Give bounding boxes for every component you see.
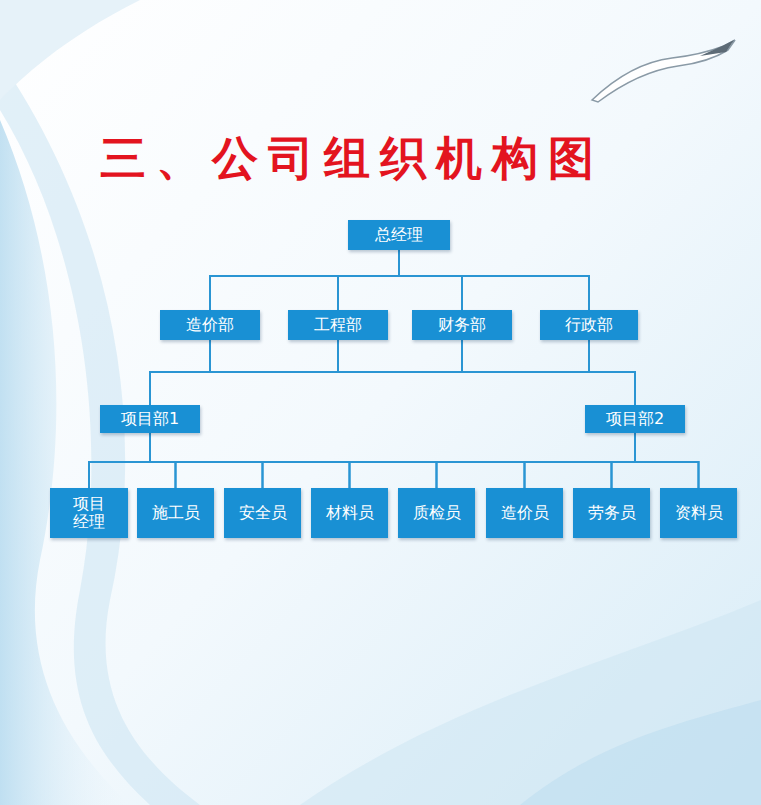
- org-connector: [150, 433, 176, 488]
- node-label: 项目部1: [121, 410, 179, 428]
- node-label: 工程部: [314, 316, 362, 334]
- staff-box: 安全员: [224, 488, 301, 538]
- node-label: 项目部2: [606, 410, 664, 428]
- node-label: 施工员: [152, 504, 200, 522]
- staff-box: 材料员: [311, 488, 388, 538]
- org-connector: [89, 433, 635, 488]
- department-box: 行政部: [540, 310, 638, 340]
- org-connector: [150, 433, 525, 488]
- project-dept-box: 项目部2: [585, 405, 685, 433]
- project-dept-box: 项目部1: [100, 405, 200, 433]
- org-connector: [150, 433, 699, 488]
- node-label: 资料员: [675, 504, 723, 522]
- manager-box: 总经理: [348, 220, 450, 250]
- org-connector: [437, 433, 636, 488]
- org-connector: [150, 433, 263, 488]
- org-connector: [89, 433, 150, 488]
- staff-box: 质检员: [398, 488, 475, 538]
- org-connector: [150, 433, 437, 488]
- node-label: 质检员: [413, 504, 461, 522]
- node-label: 财务部: [438, 316, 486, 334]
- department-box: 财务部: [412, 310, 512, 340]
- org-connector: [150, 433, 350, 488]
- department-box: 造价部: [160, 310, 260, 340]
- org-connector: [210, 250, 399, 310]
- node-label: 造价员: [501, 504, 549, 522]
- page-title: 三、公司组织机构图: [100, 128, 604, 190]
- node-label: 行政部: [565, 316, 613, 334]
- org-connector: [338, 250, 399, 310]
- org-connector: [263, 433, 636, 488]
- org-connector: [399, 250, 462, 310]
- org-connector: [350, 433, 636, 488]
- org-connector: [525, 433, 636, 488]
- node-label: 造价部: [186, 316, 234, 334]
- node-label: 材料员: [326, 504, 374, 522]
- node-label: 项目 经理: [70, 495, 108, 530]
- staff-box: 施工员: [137, 488, 214, 538]
- node-label: 安全员: [239, 504, 287, 522]
- node-label: 劳务员: [588, 504, 636, 522]
- department-box: 工程部: [288, 310, 388, 340]
- org-connector: [150, 433, 612, 488]
- staff-box: 造价员: [486, 488, 563, 538]
- org-connector: [399, 250, 589, 310]
- org-connector: [612, 433, 636, 488]
- staff-box: 劳务员: [573, 488, 650, 538]
- org-connector: [635, 433, 699, 488]
- node-label: 总经理: [375, 226, 423, 244]
- org-connector: [176, 433, 636, 488]
- staff-box: 项目 经理: [50, 488, 128, 538]
- org-connector: [150, 340, 589, 405]
- staff-box: 资料员: [660, 488, 737, 538]
- seagull: [592, 40, 735, 102]
- org-connector: [589, 340, 635, 405]
